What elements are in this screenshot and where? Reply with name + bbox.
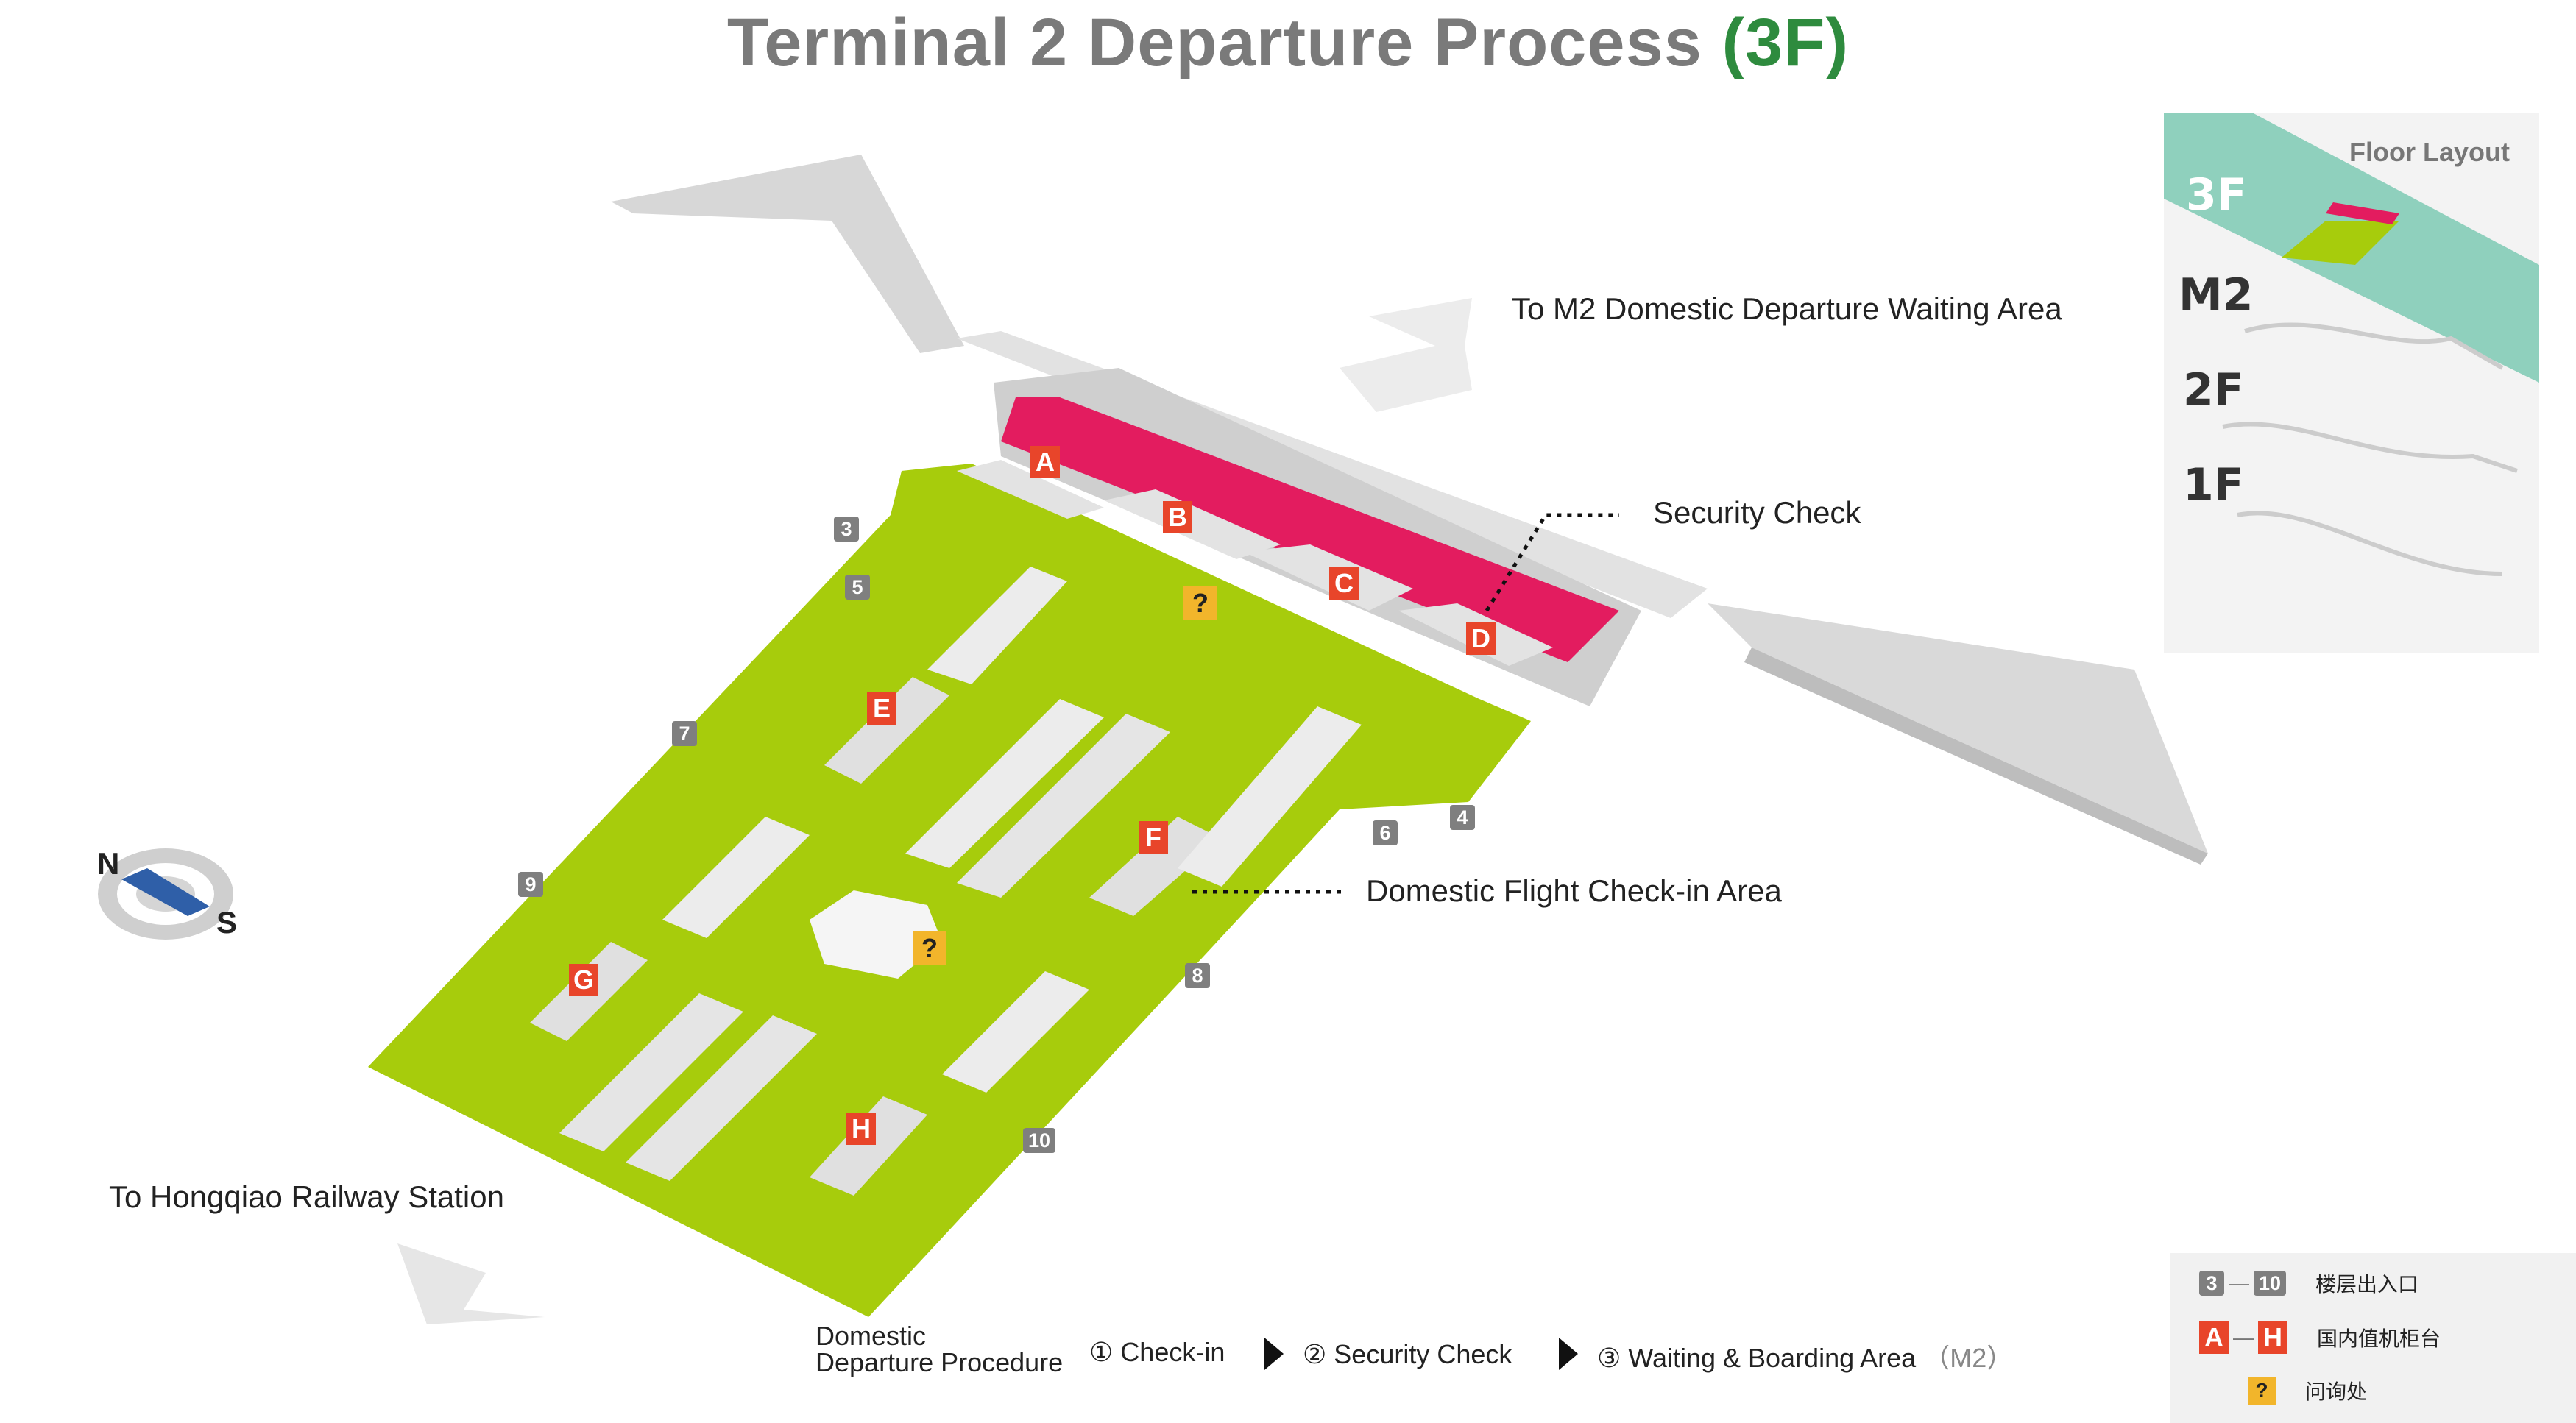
counter-island-1 [927, 567, 1067, 684]
counter-b[interactable]: B [1163, 501, 1192, 533]
counter-island-a [957, 460, 1104, 519]
step-2-label: Security Check [1334, 1339, 1512, 1369]
floor-layout-m2-lines [2244, 322, 2504, 370]
floor-layout-m2[interactable]: M2 [2179, 269, 2254, 321]
legend-counter-from: A [2199, 1321, 2229, 1354]
building-wing-north [611, 155, 964, 353]
label-to-railway: To Hongqiao Railway Station [109, 1179, 504, 1214]
compass-needle [121, 868, 210, 916]
legend-entrances: 3 — 10 楼层出入口 [2199, 1263, 2418, 1304]
building-wing-south [1708, 603, 2208, 854]
title-main: Terminal 2 Departure Process [726, 5, 1722, 80]
counter-c[interactable]: C [1329, 567, 1359, 600]
entrance-10[interactable]: 10 [1023, 1128, 1055, 1153]
legend-dash: — [2229, 1271, 2249, 1294]
counter-island-6 [559, 993, 743, 1151]
legend-entrance-from: 3 [2199, 1271, 2224, 1296]
compass-north: N [97, 846, 120, 881]
procedure-step-3: ③ Waiting & Boarding Area （M2） [1597, 1337, 2013, 1375]
step-1-number: ① [1089, 1337, 1114, 1367]
counter-island-8 [942, 971, 1089, 1093]
legend-dash: — [2233, 1326, 2254, 1349]
compass-south: S [216, 905, 238, 940]
info-desk-central[interactable]: ? [913, 931, 946, 965]
step-3-suffix: （M2） [1923, 1343, 2014, 1373]
arrow-to-railway [397, 1243, 545, 1324]
procedure-step-2: ② Security Check [1303, 1339, 1512, 1370]
counter-island-e [824, 677, 949, 784]
step-3-label: Waiting & Boarding Area [1628, 1343, 1917, 1373]
counter-island-b [1104, 489, 1281, 559]
chevron-right-icon [1559, 1338, 1578, 1370]
legend-info: ? 问询处 [2248, 1370, 2367, 1411]
counter-island-c [1244, 544, 1413, 611]
floor-layout-3f[interactable]: 3F [2186, 169, 2247, 221]
central-hub [810, 890, 942, 979]
legend [2170, 1253, 2576, 1423]
checkin-floor [368, 464, 1531, 1317]
page-title: Terminal 2 Departure Process (3F) [0, 4, 2576, 82]
counter-island-2 [905, 699, 1104, 868]
floor-layout-2f[interactable]: 2F [2183, 364, 2244, 416]
legend-entrance-to: 10 [2254, 1271, 2286, 1296]
floor-layout-3f-pink [2326, 202, 2399, 224]
procedure-heading-1: Domestic [815, 1321, 927, 1351]
procedure-heading-2: Departure Procedure [815, 1347, 1064, 1377]
arrow-to-m2 [1340, 298, 1472, 412]
entrance-5[interactable]: 5 [845, 575, 870, 600]
entrance-7[interactable]: 7 [672, 721, 697, 746]
step-2-number: ② [1303, 1339, 1327, 1369]
label-security-check: Security Check [1653, 495, 1861, 530]
legend-counter-to: H [2258, 1321, 2287, 1354]
counter-e[interactable]: E [867, 692, 896, 725]
title-floor: (3F) [1722, 5, 1850, 80]
entrance-6[interactable]: 6 [1373, 820, 1398, 845]
legend-info-icon: ? [2248, 1377, 2276, 1405]
label-to-m2: To M2 Domestic Departure Waiting Area [1512, 291, 2062, 326]
procedure-step-1: ① Check-in [1089, 1337, 1225, 1368]
counter-island-f [1089, 817, 1222, 916]
legend-counters: A — H 国内值机柜台 [2199, 1317, 2441, 1358]
counter-d[interactable]: D [1466, 622, 1496, 655]
counter-island-h [810, 1096, 927, 1196]
legend-counter-label: 国内值机柜台 [2317, 1327, 2441, 1351]
floor-layout-2f-lines [2222, 422, 2518, 473]
floor-layout-1f-lines [2237, 511, 2503, 576]
info-desk-north[interactable]: ? [1183, 586, 1217, 620]
step-3-number: ③ [1597, 1343, 1621, 1373]
counter-island-4 [1178, 706, 1362, 887]
step-1-label: Check-in [1120, 1337, 1225, 1367]
floor-layout-1f[interactable]: 1F [2183, 459, 2244, 511]
counter-a[interactable]: A [1030, 446, 1060, 478]
entrance-9[interactable]: 9 [518, 872, 543, 897]
floor-layout-title: Floor Layout [2349, 137, 2510, 167]
counter-island-5 [662, 817, 810, 938]
label-checkin-area: Domestic Flight Check-in Area [1366, 873, 1782, 908]
legend-entrance-label: 楼层出入口 [2315, 1272, 2419, 1296]
entrance-4[interactable]: 4 [1450, 805, 1475, 830]
security-check-zone [1001, 397, 1619, 662]
counter-h[interactable]: H [846, 1113, 876, 1145]
counter-island-7 [626, 1015, 817, 1181]
floor-layout-3f-green [2282, 221, 2399, 265]
counter-island-3 [957, 714, 1170, 898]
building-wing-south-shade [1744, 647, 2208, 865]
legend-info-label: 问询处 [2305, 1380, 2368, 1404]
entrance-3[interactable]: 3 [834, 517, 859, 542]
entrance-8[interactable]: 8 [1185, 963, 1210, 988]
counter-f[interactable]: F [1139, 821, 1168, 854]
chevron-right-icon [1264, 1338, 1284, 1370]
counter-g[interactable]: G [569, 964, 598, 996]
